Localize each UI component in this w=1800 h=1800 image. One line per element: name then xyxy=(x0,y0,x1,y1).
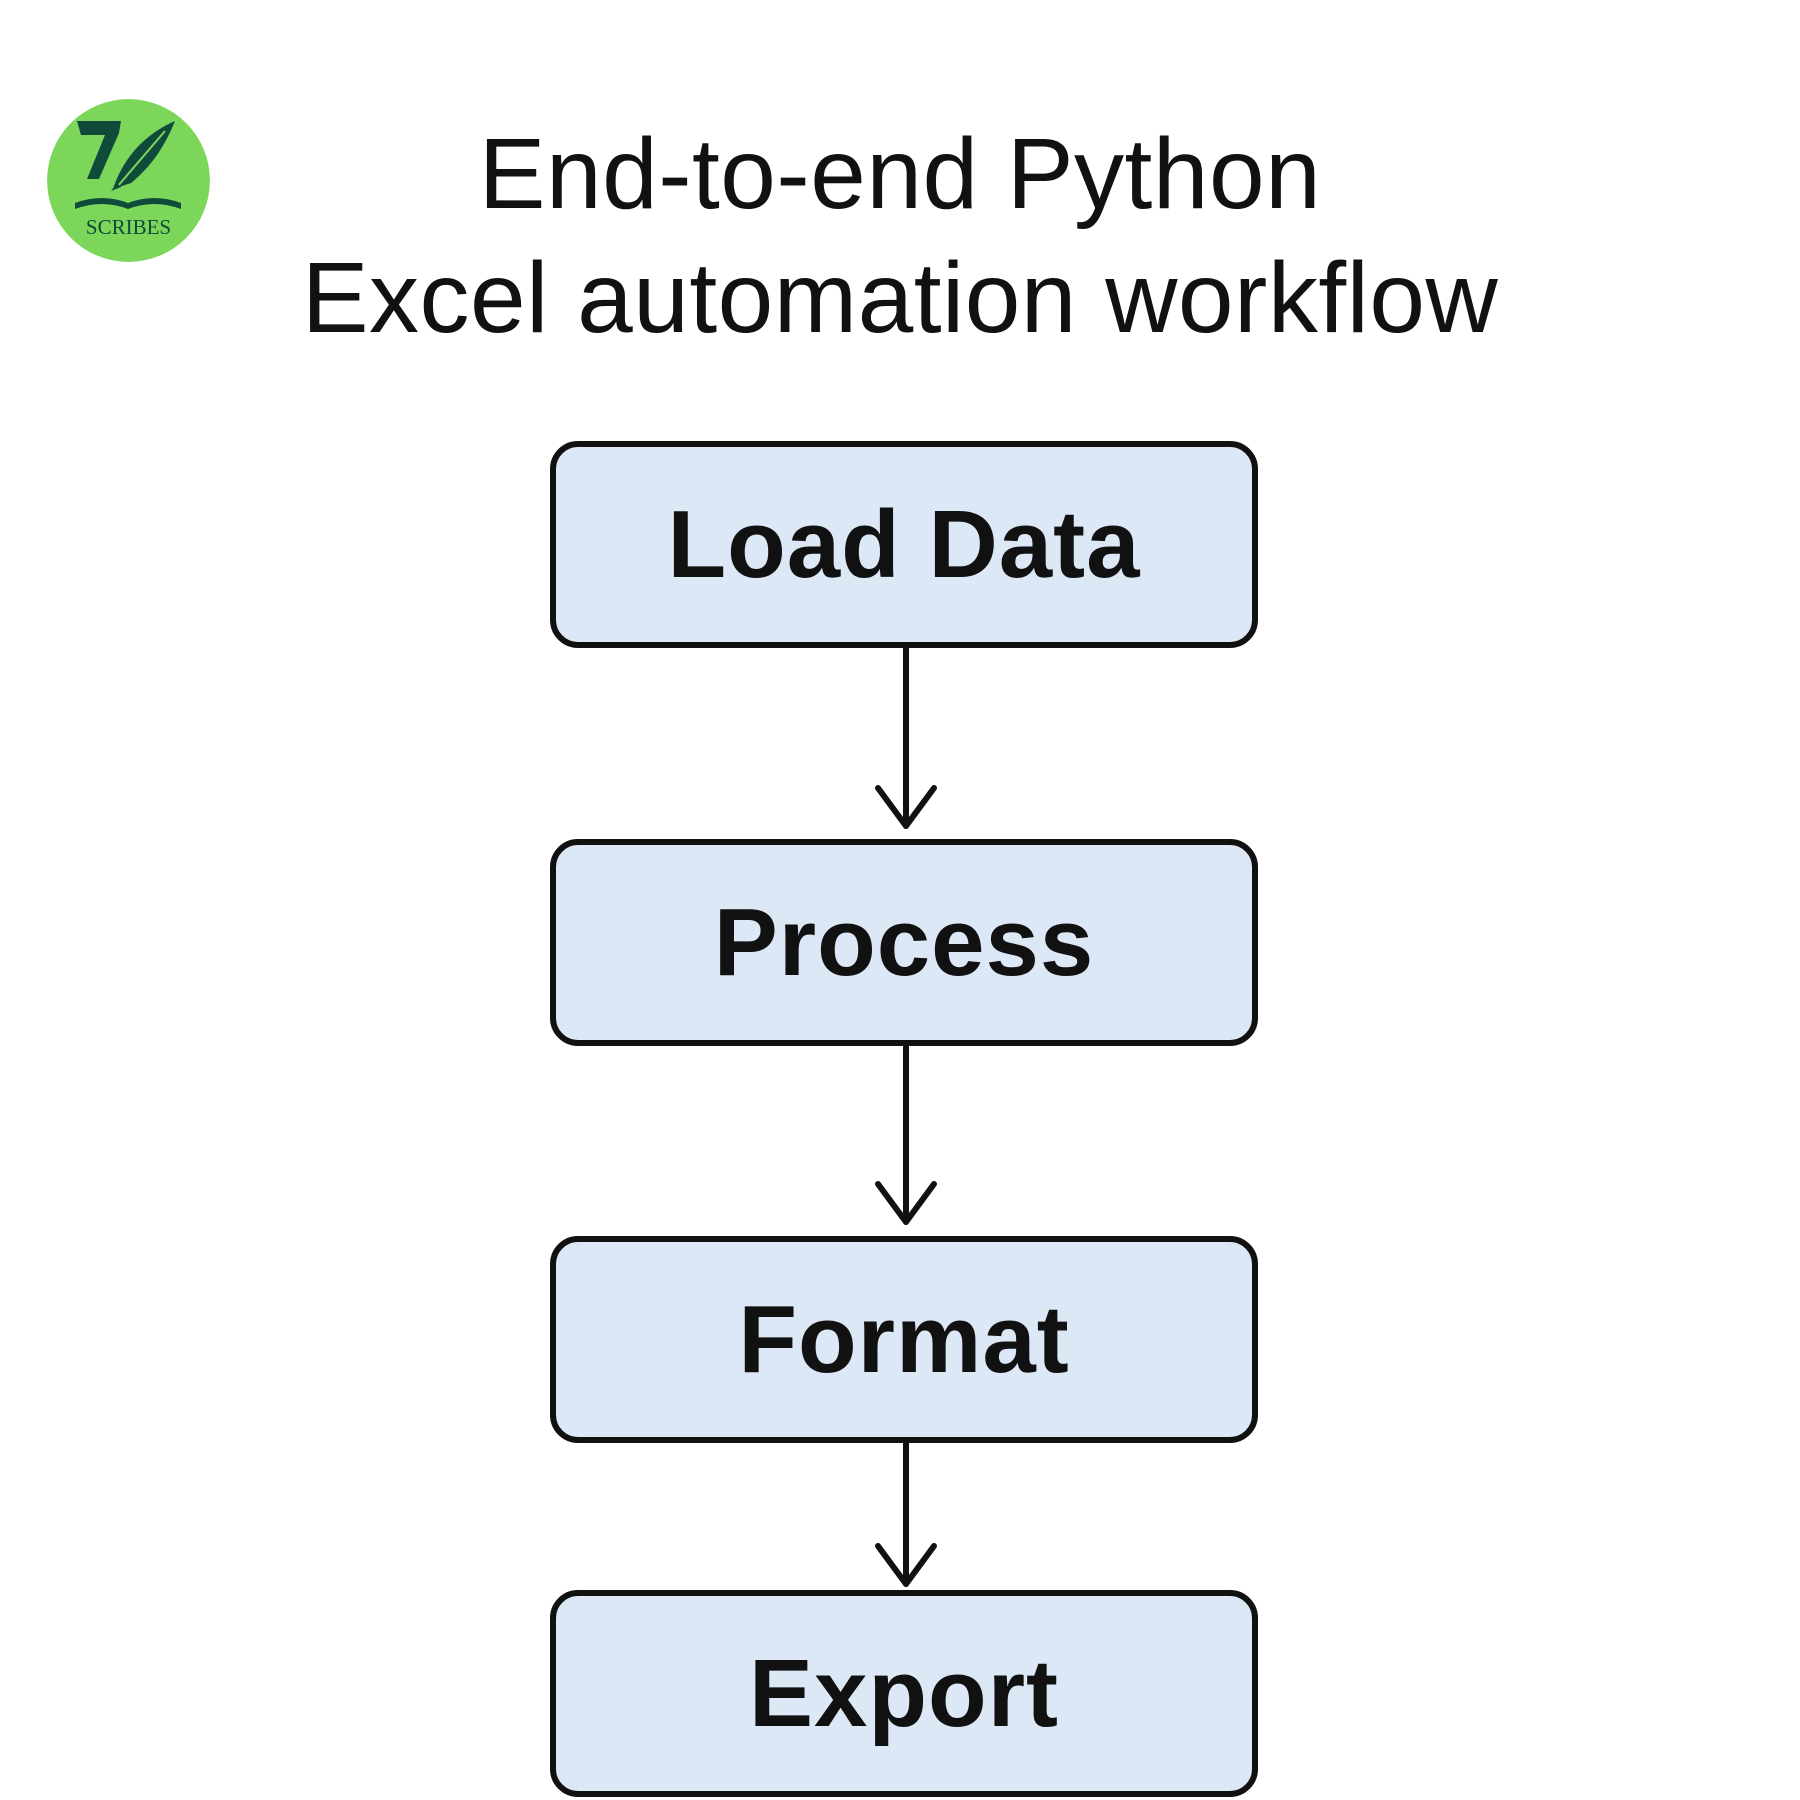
step-format: Format xyxy=(550,1236,1258,1443)
step-label: Format xyxy=(738,1285,1070,1393)
step-export: Export xyxy=(550,1590,1258,1797)
step-process: Process xyxy=(550,839,1258,1046)
scribes-logo: SCRIBES xyxy=(47,99,210,262)
arrow-down-icon xyxy=(875,645,937,829)
step-label: Export xyxy=(748,1639,1060,1747)
logo-brand-text: SCRIBES xyxy=(86,215,171,239)
step-load-data: Load Data xyxy=(550,441,1258,648)
step-label: Process xyxy=(713,888,1095,996)
title-line-2: Excel automation workflow xyxy=(301,242,1499,354)
title-line-1: End-to-end Python xyxy=(478,118,1322,230)
step-label: Load Data xyxy=(667,490,1141,598)
page-title: End-to-end Python Excel automation workf… xyxy=(230,112,1570,360)
quill-book-logo-icon: SCRIBES xyxy=(47,99,210,262)
arrow-down-icon xyxy=(875,1440,937,1587)
arrow-down-icon xyxy=(875,1043,937,1225)
